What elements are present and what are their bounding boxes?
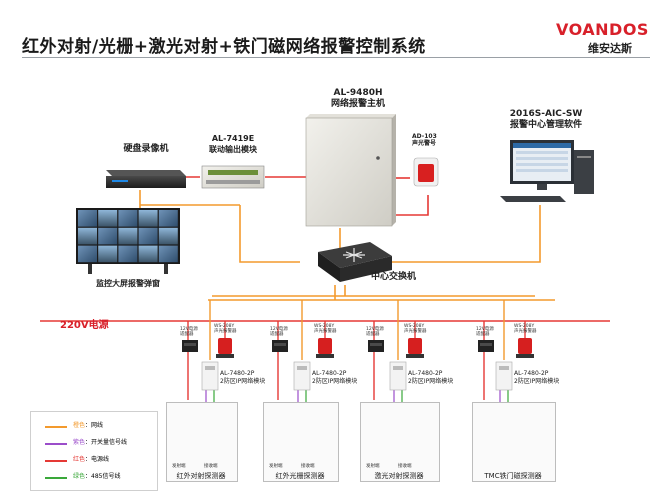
detector-unit-label: 接收端 — [204, 464, 218, 469]
legend-color-name: 紫色 — [73, 439, 86, 446]
branch-siren — [408, 338, 422, 354]
legend-swatch — [45, 477, 67, 479]
videowall-tile — [158, 210, 178, 227]
module-name-label: 2防区IP网络模块 — [312, 378, 358, 385]
detector-group-label: 红外光栅探测器 — [275, 472, 325, 480]
legend-color-name: 红色 — [73, 456, 86, 463]
branch-siren-label: WS-208Y 声光报警器 — [404, 324, 427, 334]
videowall-label: 监控大屏报警弹窗 — [96, 279, 160, 288]
psu-label: 12V电源 适配器 — [270, 327, 288, 337]
videowall-tile — [78, 210, 97, 227]
videowall-tile — [158, 227, 178, 245]
network-links — [139, 176, 555, 301]
detector-group-label: 激光对射探测器 — [374, 472, 424, 480]
videowall-tile — [118, 210, 138, 227]
legend-swatch — [45, 443, 67, 445]
legend-swatch — [45, 426, 67, 428]
video-wall — [76, 208, 180, 274]
branch-siren-label: WS-208Y 声光报警器 — [314, 324, 337, 334]
power-220v-label: 220V电源 — [60, 320, 109, 331]
legend-color-name: 绿色 — [73, 473, 86, 480]
legend-text: 网线 — [91, 422, 104, 429]
software-model-label: 2016S-AIC-SW — [509, 109, 583, 119]
siren-model-label: AD-103 — [412, 133, 437, 140]
detector-unit-label: 发射端 — [269, 464, 283, 469]
linkage-module — [201, 165, 265, 189]
videowall-tile — [158, 245, 178, 263]
alarm-host-box — [305, 114, 396, 227]
videowall-tile — [118, 245, 138, 263]
module-name-label: 2防区IP网络模块 — [514, 378, 560, 385]
detector-group-box — [263, 402, 339, 482]
psu-label: 12V电源 适配器 — [476, 327, 494, 337]
branch-siren-label: WS-208Y 声光报警器 — [514, 324, 537, 334]
module-model-label: AL-7480-2P — [408, 370, 443, 377]
title-divider — [22, 57, 650, 58]
siren-ad103 — [413, 157, 439, 187]
psu-label: 12V电源 适配器 — [366, 327, 384, 337]
host-name-label: 网络报警主机 — [330, 99, 385, 109]
detector-group-label: TMC铁门磁探测器 — [484, 472, 542, 480]
siren-name-label: 声光警号 — [412, 140, 437, 147]
switch-label: 中心交换机 — [371, 272, 417, 282]
module-model-label: AL-7480-2P — [220, 370, 255, 377]
detector-unit-label: 接收端 — [398, 464, 412, 469]
legend-text: 开关量信号线 — [91, 439, 128, 446]
module-model-label: AL-7480-2P — [312, 370, 347, 377]
branch-siren-label: WS-208Y 声光报警器 — [214, 324, 237, 334]
branch-siren — [218, 338, 232, 354]
legend-text: 485信号线 — [91, 473, 121, 480]
legend-swatch — [45, 460, 67, 462]
legend-text: 电源线 — [91, 456, 110, 463]
linkage-name-label: 联动输出模块 — [209, 145, 257, 154]
detector-unit-label: 发射端 — [172, 464, 186, 469]
videowall-tile — [78, 227, 97, 245]
videowall-tile — [138, 210, 158, 227]
host-model-label: AL-9480H — [333, 88, 383, 98]
software-name-label: 报警中心管理软件 — [509, 120, 582, 130]
wire-legend: 橙色：网线 紫色：开关量信号线 红色：电源线 绿色：485信号线 — [30, 411, 158, 491]
brand-logo: VOANDOS — [556, 20, 649, 39]
videowall-tile — [98, 245, 118, 263]
module-name-label: 2防区IP网络模块 — [220, 378, 266, 385]
brand-subtitle: 维安达斯 — [588, 42, 632, 55]
dvr-device — [106, 170, 186, 188]
detector-group-label: 红外对射探测器 — [176, 472, 226, 480]
videowall-tile — [98, 210, 118, 227]
page-title: 红外对射/光栅+激光对射+铁门磁网络报警控制系统 — [22, 37, 426, 57]
psu-label: 12V电源 适配器 — [180, 327, 198, 337]
videowall-tile — [98, 227, 118, 245]
branch-siren — [318, 338, 332, 354]
videowall-tile — [118, 227, 138, 245]
videowall-tile — [138, 245, 158, 263]
central-switch — [318, 242, 392, 282]
branch-siren — [518, 338, 532, 354]
detector-group-box — [472, 402, 556, 482]
detector-unit-label: 发射端 — [366, 464, 380, 469]
videowall-tile — [138, 227, 158, 245]
module-name-label: 2防区IP网络模块 — [408, 378, 454, 385]
detector-unit-label: 接收端 — [301, 464, 315, 469]
detector-group-box — [166, 402, 238, 482]
legend-color-name: 橙色 — [73, 422, 86, 429]
software-workstation — [500, 140, 594, 202]
videowall-tile — [78, 245, 97, 263]
detector-group-box — [360, 402, 440, 482]
dvr-label: 硬盘录像机 — [123, 144, 169, 154]
module-model-label: AL-7480-2P — [514, 370, 549, 377]
linkage-model-label: AL-7419E — [211, 134, 255, 143]
